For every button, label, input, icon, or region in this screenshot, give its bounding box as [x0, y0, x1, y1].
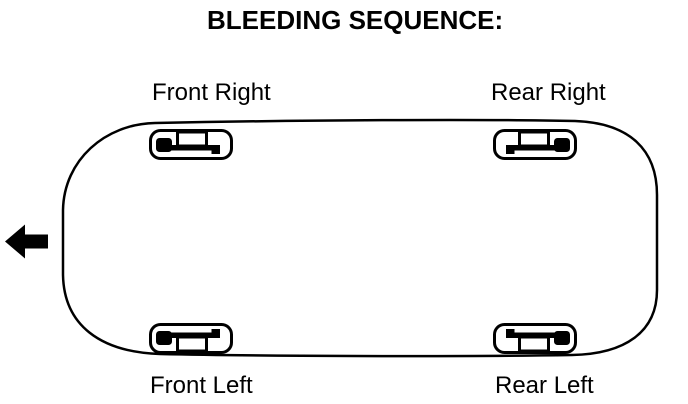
- wheel-front-right: [149, 129, 233, 160]
- brake-caliper-icon: [149, 129, 233, 160]
- wheel-label-front-left: Front Left: [150, 372, 253, 399]
- wheel-label-front-right: Front Right: [152, 79, 271, 106]
- left-arrow-icon: [5, 224, 48, 259]
- brake-caliper-icon: [493, 129, 577, 160]
- diagram-title: BLEEDING SEQUENCE:: [207, 5, 504, 35]
- wheel-front-left: [149, 323, 233, 354]
- wheel-rear-right: [493, 129, 577, 160]
- brake-caliper-icon: [149, 323, 233, 354]
- car-body-outline: [61, 118, 659, 358]
- wheel-label-rear-right: Rear Right: [491, 79, 606, 106]
- brake-caliper-icon: [493, 323, 577, 354]
- wheel-rear-left: [493, 323, 577, 354]
- wheel-label-rear-left: Rear Left: [495, 372, 594, 399]
